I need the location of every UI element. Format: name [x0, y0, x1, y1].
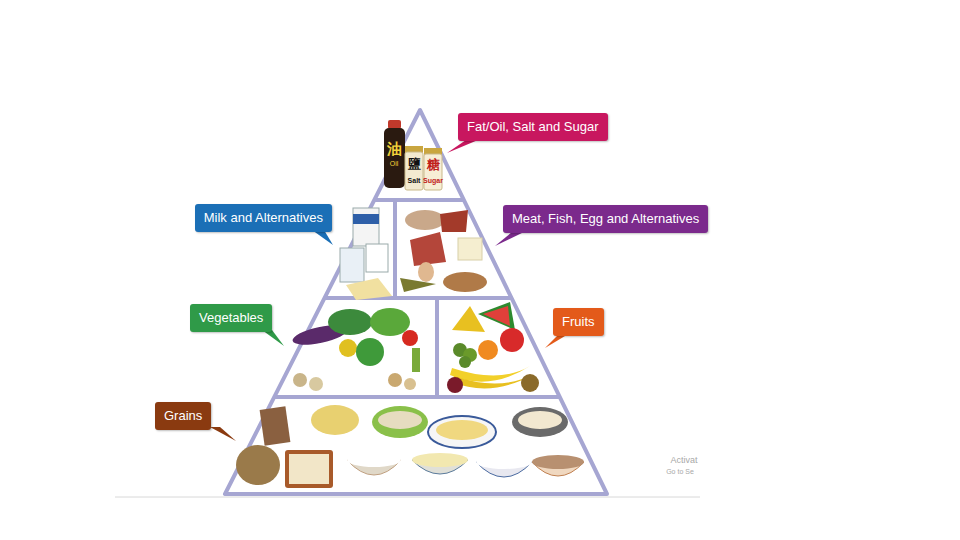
callout-text: Meat, Fish, Egg and Alternatives [512, 211, 699, 226]
package-label: Oil [390, 160, 399, 167]
package-label: Activat [670, 456, 697, 465]
callout-label: Meat, Fish, Egg and Alternatives [503, 205, 708, 233]
callout-text: Grains [164, 408, 202, 423]
package-label: Go to Se [666, 468, 694, 475]
package-label: Sugar [423, 177, 443, 184]
package-label: Salt [408, 177, 421, 184]
package-label: 糖 [427, 158, 440, 171]
callout-label: Fruits [553, 308, 604, 336]
callout-label: Grains [155, 402, 211, 430]
package-label: 鹽 [408, 157, 421, 170]
callout-text: Vegetables [199, 310, 263, 325]
callout-label: Milk and Alternatives [195, 204, 332, 232]
callout-label: Vegetables [190, 304, 272, 332]
callout-text: Fat/Oil, Salt and Sugar [467, 119, 599, 134]
callout-label: Fat/Oil, Salt and Sugar [458, 113, 608, 141]
package-label: 油 [387, 141, 402, 156]
callout-text: Milk and Alternatives [204, 210, 323, 225]
callout-text: Fruits [562, 314, 595, 329]
